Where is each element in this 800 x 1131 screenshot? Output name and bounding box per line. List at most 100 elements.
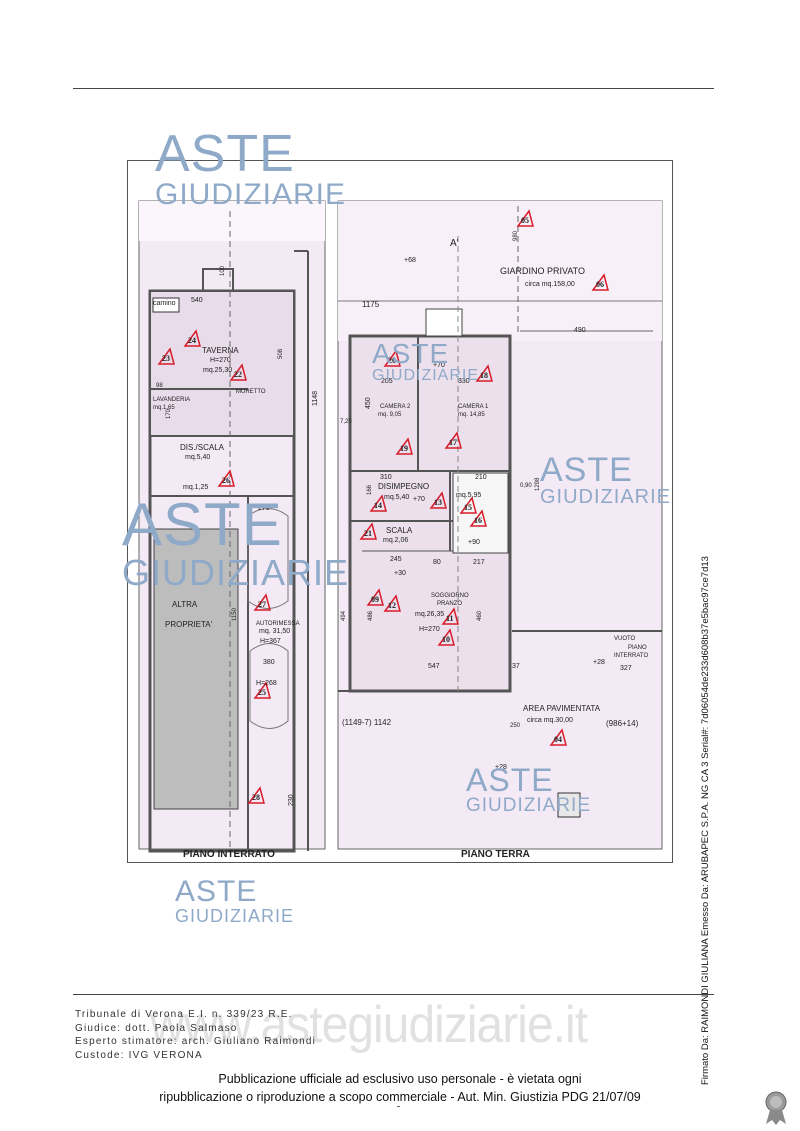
svg-text:26: 26 <box>222 476 230 485</box>
digital-signature-text: Firmato Da: RAIMONDI GIULIANA Emesso Da:… <box>700 556 711 1085</box>
plan-label-soggiorno-h: H=270 <box>419 626 440 633</box>
plan-label-lvl-30: +30 <box>394 570 406 577</box>
plan-label-dim-540: 540 <box>191 297 203 304</box>
plan-label-muretto: MURETTO <box>236 389 266 395</box>
watermark-logo-small-plan: ASTE GIUDIZIARIE <box>372 340 479 384</box>
plan-label-scala-mq: mq.2,06 <box>383 537 409 544</box>
notice-line-1: Pubblicazione ufficiale ad esclusivo uso… <box>218 1072 582 1086</box>
plan-label-dim-547: 547 <box>428 663 440 670</box>
photo-marker-25: 25 <box>253 681 271 699</box>
footer-case-info: Tribunale di Verona E.I. n. 339/23 R.E. … <box>75 1008 316 1062</box>
photo-marker-18: 18 <box>475 364 493 382</box>
photo-marker-16: 16 <box>469 509 487 527</box>
plan-label-autorimessa-h: H=367 <box>260 638 281 645</box>
plan-label-bagno-mq: mq.5,95 <box>456 492 482 499</box>
watermark-logo-line2: GIUDIZIARIE <box>155 178 347 211</box>
plan-label-taverna-mq: mq.25,30 <box>203 367 233 374</box>
photo-marker-09: 09 <box>366 588 384 606</box>
plan-label-camera2-mq: mq. 9,05 <box>378 412 402 418</box>
footer-tribunale: Tribunale di Verona E.I. n. 339/23 R.E. <box>75 1009 293 1020</box>
plan-label-dim-1142: (1149-7) 1142 <box>342 718 392 727</box>
plan-label-dim-100: 100 <box>220 265 226 276</box>
plan-label-dim-37: 37 <box>512 663 520 670</box>
svg-text:16: 16 <box>474 516 482 525</box>
watermark-logo-right: ASTE GIUDIZIARIE <box>540 453 671 507</box>
plan-label-dim-508: 508 <box>278 348 284 359</box>
svg-text:23: 23 <box>162 354 170 363</box>
plan-label-dim-80: 80 <box>433 559 441 566</box>
photo-marker-11: 11 <box>441 607 459 625</box>
plan-label-area-pav: AREA PAVIMENTATA <box>523 704 601 713</box>
plan-label-autorimessa: AUTORIMESSA <box>256 621 300 627</box>
plan-label-lavanderia: LAVANDERIA <box>153 397 191 403</box>
plan-label-lvl-70a: +70 <box>433 362 445 369</box>
plan-label-dim-166: 166 <box>367 484 373 495</box>
photo-marker-17: 17 <box>444 431 462 449</box>
header-rule <box>73 88 714 89</box>
photo-marker-27: 27 <box>253 593 271 611</box>
watermark-logo-line2: GIUDIZIARIE <box>372 367 480 384</box>
footer-giudice: Giudice: dott. Paola Salmaso <box>75 1022 238 1034</box>
plan-label-proprieta: PROPRIETA' <box>165 620 213 629</box>
plan-label-lvl-90: +90 <box>468 539 480 546</box>
plan-label-autorimessa-mq: mq. 31,50 <box>259 628 291 635</box>
plan-label-dim-450: 450 <box>365 397 372 409</box>
svg-text:13: 13 <box>434 498 442 507</box>
plan-label-giardino: GIARDINO PRIVATO <box>500 266 586 276</box>
plan-label-camera1-mq: mq. 14,85 <box>458 412 485 418</box>
plan-label-dim-494: 494 <box>341 610 347 621</box>
photo-marker-14: 14 <box>369 494 387 512</box>
photo-marker-05: 05 <box>516 209 534 227</box>
plan-label-dim-271: 271 <box>258 505 270 512</box>
photo-marker-20: 20 <box>383 349 401 367</box>
svg-text:22: 22 <box>234 370 242 379</box>
photo-marker-23: 23 <box>157 347 175 365</box>
svg-text:14: 14 <box>374 501 382 510</box>
watermark-logo-line1: ASTE <box>175 875 258 908</box>
plan-label-dim-250: 250 <box>510 723 521 729</box>
page-dash <box>397 1106 400 1107</box>
svg-text:05: 05 <box>521 216 529 225</box>
plan-label-dim-327: 327 <box>620 665 632 672</box>
plan-label-area-pav-mq: circa mq.30,00 <box>527 717 573 724</box>
plan-label-disimpegno-mq: mq.5,40 <box>384 494 410 501</box>
plan-label-lvl-28a: +28 <box>593 659 605 666</box>
plan-label-lvl-28b: +28 <box>495 764 507 771</box>
plan-label-dim-986: (986+14) <box>606 719 639 728</box>
svg-text:15: 15 <box>464 503 472 512</box>
plan-label-giardino-mq: circa mq.158,00 <box>525 281 575 288</box>
photo-marker-13: 13 <box>429 491 447 509</box>
publication-notice: Pubblicazione ufficiale ad esclusivo uso… <box>0 1070 800 1106</box>
photo-marker-21: 21 <box>359 522 377 540</box>
plan-label-dim-090: 0,90 <box>520 483 532 489</box>
plan-label-dim-245: 245 <box>390 556 402 563</box>
notice-line-2: ripubblicazione o riproduzione a scopo c… <box>159 1090 641 1104</box>
svg-text:11: 11 <box>446 614 454 623</box>
plan-label-soggiorno: SOGGIORNO <box>431 593 469 599</box>
plan-label-h268: H=268 <box>256 680 277 687</box>
photo-marker-10: 10 <box>437 628 455 646</box>
watermark-logo-bottom: ASTE GIUDIZIARIE <box>175 875 294 926</box>
plan-label-scala: SCALA <box>386 526 413 535</box>
plan-label-dim-1175: 1175 <box>362 300 380 309</box>
plan-label-dim-310: 310 <box>380 474 392 481</box>
plan-label-soggiorno-mq: mq.26,35 <box>415 611 445 618</box>
photo-marker-22: 22 <box>229 363 247 381</box>
watermark-logo-lower: ASTE GIUDIZIARIE <box>466 764 591 815</box>
svg-text:28: 28 <box>252 793 260 802</box>
plan-label-pranzo: PRANZO <box>437 601 463 607</box>
footer-esperto: Esperto stimatore: arch. Giuliano Raimon… <box>75 1036 317 1047</box>
plan-label-a-prime: A' <box>450 238 459 249</box>
seal-icon <box>765 1091 787 1125</box>
photo-marker-28: 28 <box>247 786 265 804</box>
plan-label-dim-1150: 1150 <box>232 608 238 621</box>
svg-text:04: 04 <box>554 735 562 744</box>
photo-marker-06: 06 <box>591 273 609 291</box>
photo-marker-26: 26 <box>217 469 235 487</box>
watermark-logo-line2: GIUDIZIARIE <box>466 795 592 816</box>
plan-label-piano: PIANO <box>628 645 647 651</box>
svg-text:24: 24 <box>188 336 196 345</box>
plan-label-dim-210: 210 <box>475 474 487 481</box>
